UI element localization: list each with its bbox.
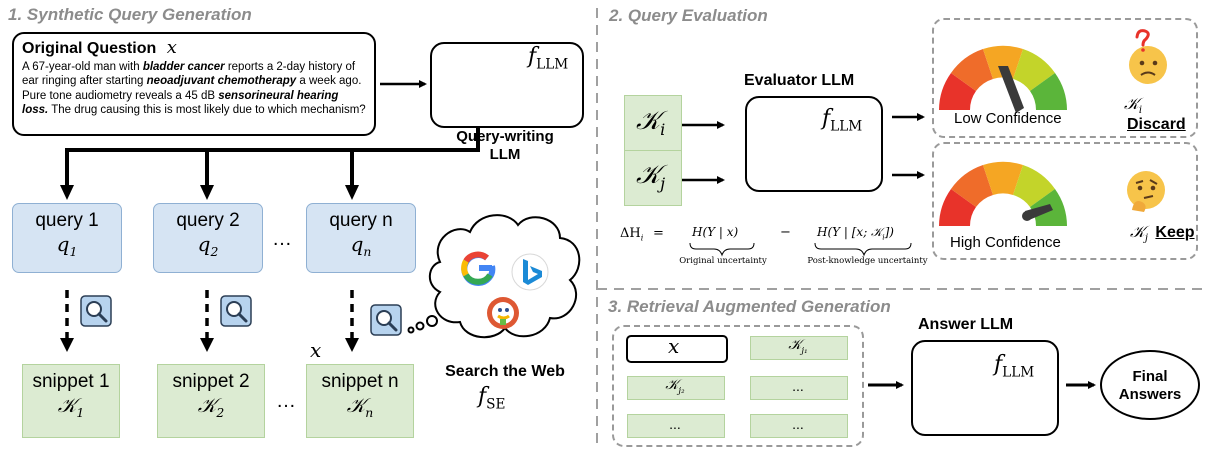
section-1-title: 1. Synthetic Query Generation	[8, 5, 252, 24]
knowledge-kj-label: 𝒦j	[636, 160, 666, 194]
context-cell	[627, 414, 725, 438]
confused-face-icon	[1129, 29, 1167, 84]
query-writer-label: Query-writing LLM	[456, 128, 554, 163]
search-icon	[369, 303, 403, 337]
context-cell	[750, 376, 848, 400]
search-function-symbol: fSE	[478, 384, 506, 413]
discard-verdict: 𝒦i Discard	[1124, 94, 1186, 134]
evaluator-function-symbol: fLLM	[822, 106, 863, 135]
question-fragment: A 67-year-old man with	[22, 61, 143, 73]
section-2-title: 2. Query Evaluation	[609, 6, 768, 25]
question-emphasis: sensorineural hearing loss.	[22, 89, 339, 116]
snippet-box: snippet 2 𝒦2	[157, 364, 265, 438]
context-cell-label: ...	[792, 378, 804, 394]
original-question-box: Original Question x A 67-year-old man wi…	[12, 32, 376, 136]
context-cell-label: ...	[792, 416, 804, 432]
snippet-ellipsis: …	[276, 390, 296, 412]
original-entropy-term: H(Y | x)	[692, 225, 739, 239]
google-icon	[461, 251, 496, 286]
context-panel	[612, 325, 864, 447]
query-box: query 1 q1	[12, 203, 122, 273]
keep-verdict: 𝒦j Keep	[1130, 222, 1195, 245]
context-cell-label: 𝒦j₂	[665, 377, 685, 396]
evaluator-llm-label: Evaluator LLM	[744, 72, 855, 89]
context-cell	[750, 336, 848, 360]
high-confidence-gauge	[939, 161, 1067, 226]
context-cell-label: 𝒦j₁	[788, 337, 808, 356]
discard-panel	[932, 18, 1198, 138]
question-fragment: reports a 2-day history of ear ringing a…	[22, 61, 356, 88]
post-uncertainty-caption: Post-knowledge uncertainty	[807, 256, 928, 266]
post-knowledge-entropy-term: H(Y | [x; 𝒦i])	[817, 225, 894, 242]
llm-function-symbol: fLLM	[528, 44, 569, 73]
formula-minus: −	[780, 225, 791, 240]
entropy-formula: ΔHi =	[620, 226, 664, 243]
question-title: Original Question	[22, 40, 157, 57]
high-confidence-label: High Confidence	[950, 234, 1061, 251]
context-cell	[750, 414, 848, 438]
evaluator-llm-box	[745, 96, 883, 192]
search-icon	[79, 294, 113, 328]
duckduckgo-icon	[487, 297, 519, 329]
snippet-question-variable: x	[310, 338, 322, 362]
section-3-title: 3. Retrieval Augmented Generation	[608, 297, 891, 316]
question-emphasis: bladder cancer	[142, 61, 225, 73]
low-confidence-label: Low Confidence	[954, 110, 1062, 127]
search-cloud	[407, 214, 581, 339]
context-question-var: x	[668, 334, 680, 358]
question-text: A 67-year-old man with bladder cancer re…	[22, 60, 366, 117]
question-fragment: a week ago. Pure tone audiometry reveals…	[22, 75, 362, 102]
snippet-box: snippet 1 𝒦1	[22, 364, 120, 438]
query-box: query 2 q2	[153, 203, 263, 273]
knowledge-ki-label: 𝒦i	[636, 106, 666, 140]
context-question-cell	[626, 335, 728, 363]
keep-panel	[932, 142, 1198, 260]
query-writing-llm-box	[430, 42, 584, 128]
final-answers-node: Final Answers	[1100, 350, 1200, 420]
search-web-label: Search the Web	[445, 363, 565, 380]
bing-icon	[511, 253, 549, 291]
answer-llm-label: Answer LLM	[918, 316, 1014, 333]
context-cell-label: ...	[669, 416, 681, 432]
question-fragment: The drug causing this is most likely due…	[48, 103, 366, 116]
answer-llm-box	[911, 340, 1059, 436]
answer-function-symbol: fLLM	[994, 352, 1035, 381]
question-emphasis: neoadjuvant chemotherapy	[146, 75, 297, 88]
question-variable: x	[166, 37, 177, 58]
search-icon	[219, 294, 253, 328]
query-ellipsis: …	[272, 228, 292, 250]
thinking-face-icon	[1127, 171, 1165, 212]
knowledge-kj-box	[624, 150, 682, 206]
query-box: query n qn	[306, 203, 416, 273]
snippet-box: snippet n 𝒦n	[306, 364, 414, 438]
original-uncertainty-caption: Original uncertainty	[679, 256, 767, 266]
query-distribution-arrows	[65, 126, 480, 187]
context-cell	[627, 376, 725, 400]
low-confidence-gauge	[939, 45, 1067, 113]
